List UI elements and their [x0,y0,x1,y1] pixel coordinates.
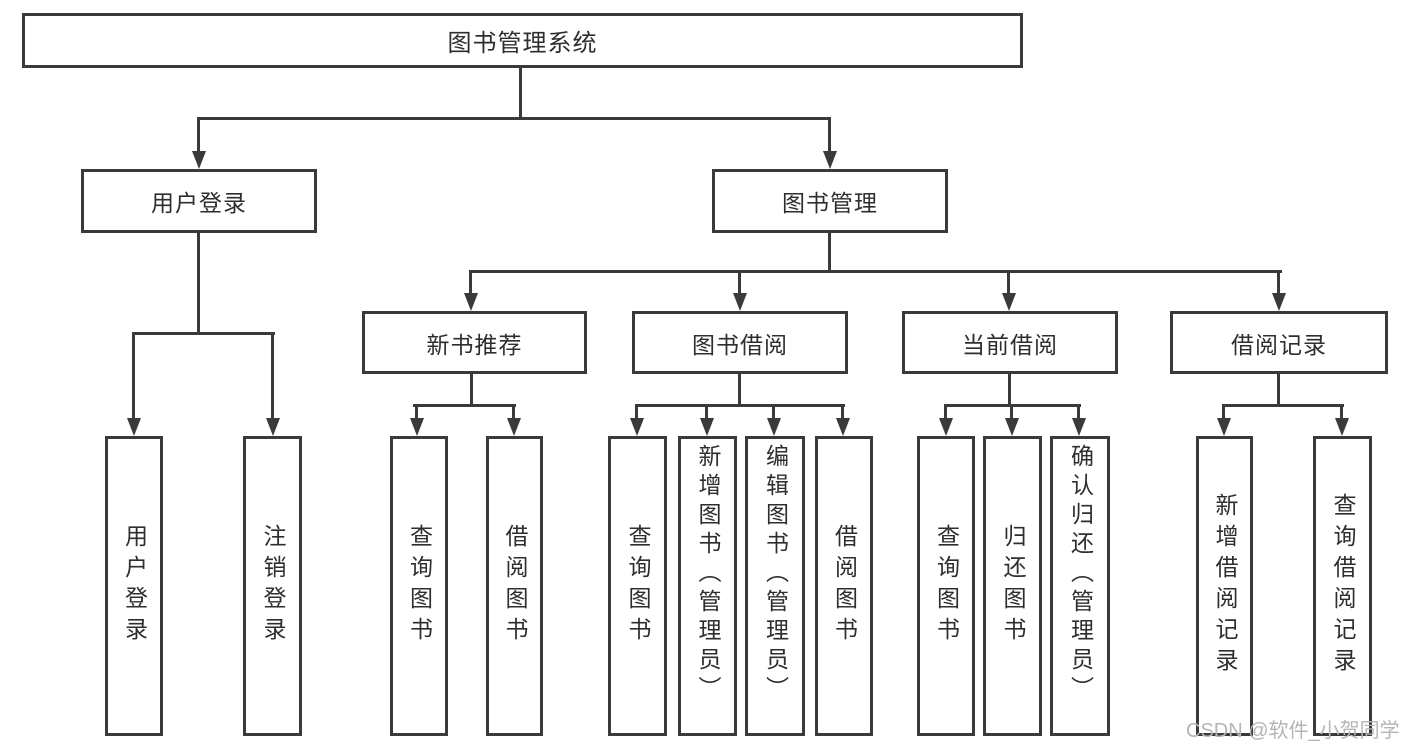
arrow-down-icon [1072,418,1086,436]
connector-level3-hline [469,270,1282,273]
connector-leaf-stem [1222,404,1225,420]
leaf-borrow-books: 借阅图书 [815,436,873,736]
arrow-down-icon [823,151,837,169]
connector-leaf-stem [1340,404,1343,420]
connector-level1-hline [197,117,831,120]
connector-leaf-stem [415,404,418,420]
connector-leaf-stem [635,404,638,420]
connector-user-login-hline [132,332,275,335]
connector-root-stem [519,68,522,118]
arrow-down-icon [127,418,141,436]
connector-leaf-stem [944,404,947,420]
connector-leaf-stem [1010,404,1013,420]
connector-recommend-hline [413,404,516,407]
box-book-management: 图书管理 [712,169,948,233]
connector-current-down [1008,374,1011,407]
leaf-query-books: 查询图书 [608,436,667,736]
leaf-query-books: 查询图书 [390,436,448,736]
leaf-query-books: 查询图书 [917,436,975,736]
leaf-user-login: 用户登录 [105,436,163,736]
connector-leaf-stem [841,404,844,420]
arrow-down-icon [1272,293,1286,311]
connector-leaf-stem [705,404,708,420]
arrow-down-icon [1005,418,1019,436]
connector-borrow-hline [635,404,845,407]
csdn-watermark: CSDN @软件_小贺同学 [1186,720,1400,742]
connector-branch-stem [1007,270,1010,295]
arrow-down-icon [192,151,206,169]
leaf-borrow-books: 借阅图书 [486,436,543,736]
arrow-down-icon [464,293,478,311]
connector-user-login-stem [197,117,200,153]
connector-user-login-down [197,233,200,334]
box-current-borrow: 当前借阅 [902,311,1118,374]
leaf-add-borrow-record: 新增借阅记录 [1196,436,1253,736]
leaf-confirm-return-admin: 确认归还（管理员） [1050,436,1110,736]
leaf-logout: 注销登录 [243,436,302,736]
leaf-edit-book-admin: 编辑图书（管理员） [745,436,805,736]
connector-branch-stem [738,270,741,295]
connector-leaf-stem [512,404,515,420]
leaf-return-book: 归还图书 [983,436,1042,736]
leaf-add-book-admin: 新增图书（管理员） [678,436,737,736]
arrow-down-icon [410,418,424,436]
connector-book-mgmt-stem [828,117,831,153]
arrow-down-icon [630,418,644,436]
connector-leaf-stem [132,332,135,419]
box-new-book-recommend: 新书推荐 [362,311,587,374]
arrow-down-icon [1002,293,1016,311]
connector-records-down [1277,374,1280,407]
connector-records-hline [1222,404,1344,407]
box-book-borrow: 图书借阅 [632,311,848,374]
connector-book-mgmt-down [828,233,831,273]
arrow-down-icon [266,418,280,436]
leaf-query-borrow-record: 查询借阅记录 [1313,436,1372,736]
connector-borrow-down [738,374,741,407]
arrow-down-icon [836,418,850,436]
connector-branch-stem [469,270,472,295]
connector-leaf-stem [271,332,274,419]
connector-leaf-stem [772,404,775,420]
arrow-down-icon [507,418,521,436]
connector-branch-stem [1277,270,1280,295]
arrow-down-icon [700,418,714,436]
connector-recommend-down [470,374,473,407]
box-library-management-system: 图书管理系统 [22,13,1023,68]
arrow-down-icon [733,293,747,311]
box-borrow-records: 借阅记录 [1170,311,1388,374]
arrow-down-icon [939,418,953,436]
arrow-down-icon [767,418,781,436]
arrow-down-icon [1217,418,1231,436]
box-user-login: 用户登录 [81,169,317,233]
root-title: 图书管理系统 [447,30,598,57]
arrow-down-icon [1335,418,1349,436]
connector-leaf-stem [1077,404,1080,420]
